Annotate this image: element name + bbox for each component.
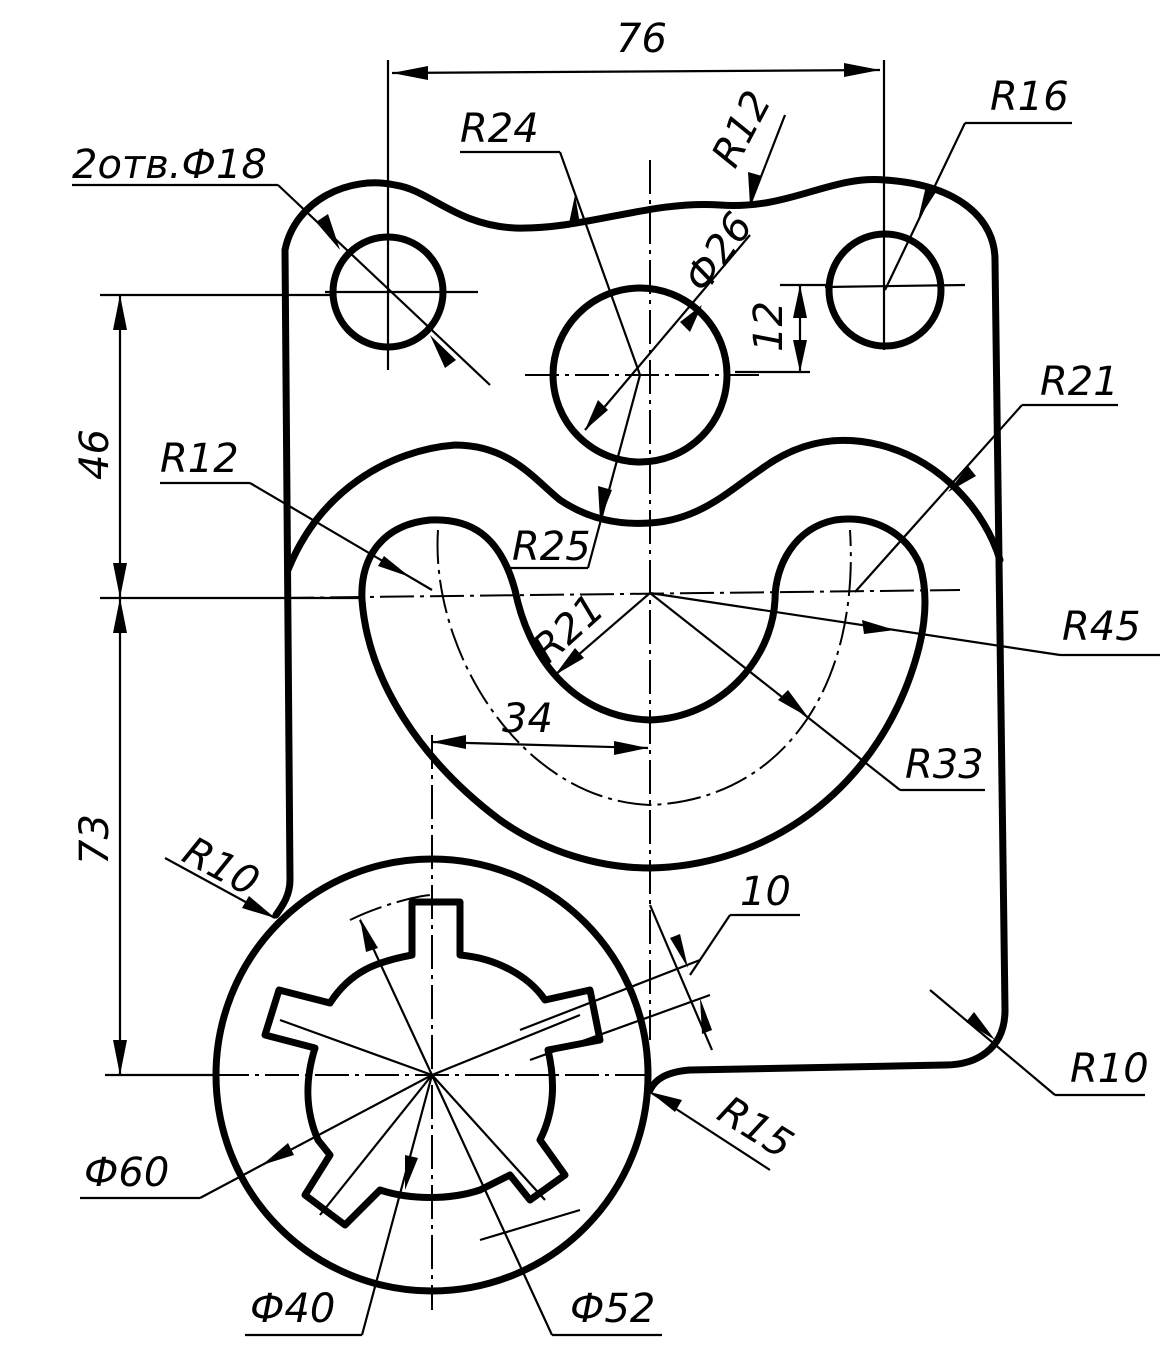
d40-line bbox=[360, 1074, 434, 1336]
centerline-hole-right-h bbox=[824, 283, 966, 289]
part-outline bbox=[281, 176, 1009, 1094]
r24-label: R24 bbox=[460, 106, 539, 152]
r24-leader-diag bbox=[558, 151, 642, 376]
r33-leader-diag bbox=[649, 592, 901, 791]
r45-arrow bbox=[862, 620, 895, 634]
dim-73-label: 73 bbox=[72, 814, 118, 865]
dim-34-arrow-left bbox=[432, 735, 466, 749]
dim-10-leader-diag bbox=[689, 914, 731, 976]
d52-arrow bbox=[360, 918, 378, 952]
r12-left-arrow bbox=[378, 556, 410, 577]
r15-arrow bbox=[650, 1092, 682, 1112]
d26-label: Ф26 bbox=[676, 204, 763, 300]
dim-76-arrow-right bbox=[844, 63, 880, 77]
holes-leader-diag bbox=[277, 184, 491, 386]
u-slot-outline bbox=[358, 515, 929, 872]
dim-12-arrow-bottom bbox=[793, 340, 807, 372]
dim-76-label: 76 bbox=[616, 16, 667, 62]
r16-arrow bbox=[918, 186, 936, 220]
r10-left-arrow bbox=[242, 896, 275, 918]
r10-right-leader-diag bbox=[929, 989, 1056, 1096]
dim-10-arrow-2 bbox=[700, 998, 712, 1034]
slot-centerline-arc bbox=[436, 529, 852, 807]
dim-46-arrow-bottom bbox=[113, 563, 127, 598]
spline-radial-2 bbox=[279, 1018, 433, 1077]
r21-right-label: R21 bbox=[1040, 359, 1119, 405]
r21-inner-label: R21 bbox=[524, 586, 613, 673]
r45-leader-diag bbox=[649, 591, 1061, 657]
dim-76-arrow-left bbox=[392, 66, 428, 80]
r33-arrow bbox=[778, 690, 808, 717]
r16-label: R16 bbox=[990, 74, 1069, 120]
holes-label: 2отв.Ф18 bbox=[72, 142, 267, 188]
r24-arrow bbox=[568, 195, 580, 228]
dim-12-label: 12 bbox=[746, 301, 792, 352]
spline-radial-3 bbox=[431, 1013, 581, 1077]
holes-arrow-1 bbox=[316, 214, 340, 250]
dim-12-arrow-top bbox=[793, 285, 807, 318]
dim-10-ext-1 bbox=[519, 958, 701, 1032]
spline-radial-4 bbox=[319, 1074, 433, 1216]
dim-76-line bbox=[391, 68, 881, 75]
holes-arrow-2 bbox=[430, 335, 456, 368]
r21-right-arrow bbox=[948, 466, 976, 492]
d52-line bbox=[431, 1074, 553, 1336]
r21-right-leader-diag bbox=[854, 404, 1023, 593]
dim-73-arrow-bottom bbox=[113, 1040, 127, 1075]
r10-right-label: R10 bbox=[1070, 1046, 1149, 1092]
d52-label: Ф52 bbox=[570, 1286, 655, 1332]
keyway-right-mark bbox=[588, 989, 602, 1041]
dim-46-label: 46 bbox=[72, 429, 118, 480]
dim-73-arrow-top bbox=[113, 598, 127, 633]
r33-label: R33 bbox=[905, 742, 984, 788]
centerline-horizontal-slot bbox=[279, 589, 961, 599]
r45-label: R45 bbox=[1062, 604, 1141, 650]
r25-label: R25 bbox=[512, 524, 591, 570]
part-left-edge bbox=[272, 246, 294, 919]
d60-label: Ф60 bbox=[84, 1150, 169, 1196]
r15-label: R15 bbox=[710, 1087, 801, 1168]
d40-label: Ф40 bbox=[250, 1286, 335, 1332]
spline-radial-5 bbox=[431, 1074, 546, 1201]
d26-arrow-1 bbox=[585, 400, 608, 430]
d40-arrow bbox=[405, 1155, 418, 1190]
dim-10-ext-2 bbox=[529, 993, 711, 1062]
r12-left-label: R12 bbox=[160, 436, 239, 482]
dim-10-arrow-1 bbox=[670, 934, 688, 968]
d26-arrow-2 bbox=[680, 305, 702, 332]
spline-pitch-arc bbox=[349, 894, 433, 921]
r25-arrow bbox=[598, 486, 612, 520]
r12-top-label: R12 bbox=[703, 84, 781, 175]
d26-line bbox=[584, 234, 751, 431]
spline-radial-1 bbox=[359, 919, 433, 1076]
dim-34-label: 34 bbox=[502, 696, 553, 742]
dim-10-label: 10 bbox=[740, 869, 791, 915]
dim-34-arrow-right bbox=[614, 741, 648, 755]
r10-left-label: R10 bbox=[175, 828, 266, 906]
r21-inner-arrow bbox=[555, 648, 584, 675]
d52-ext bbox=[479, 1208, 581, 1242]
d60-arrow bbox=[262, 1143, 294, 1165]
r12-top-arrow bbox=[748, 172, 762, 205]
dim-34-line bbox=[431, 740, 649, 750]
r25-leader bbox=[586, 374, 642, 569]
r10-right-arrow bbox=[966, 1012, 995, 1040]
d60-leader-diag bbox=[199, 1164, 263, 1199]
spline-bore-outline bbox=[261, 898, 604, 1229]
dim-46-arrow-top bbox=[113, 295, 127, 330]
